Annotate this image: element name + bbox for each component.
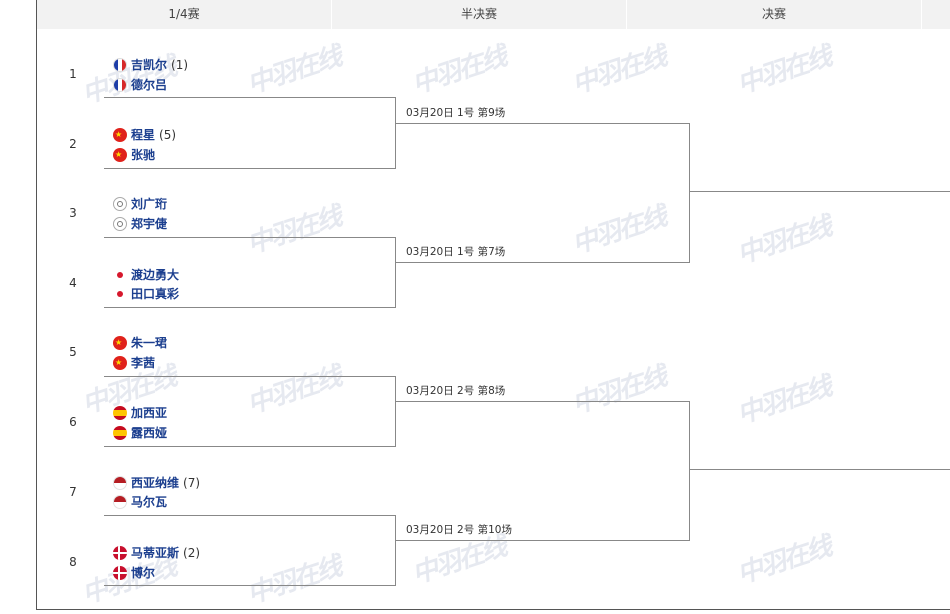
round-quarterfinal-label: 1/4赛: [37, 0, 332, 29]
match-schedule[interactable]: 03月20日 2号 第10场: [406, 524, 512, 536]
player-name[interactable]: 郑宇倢: [131, 217, 168, 231]
player-entry[interactable]: 露西娅: [113, 424, 167, 442]
bracket-line: [104, 307, 396, 308]
round-semifinal-label: 半决赛: [332, 0, 627, 29]
bracket-line: [104, 97, 396, 98]
bracket-line: [104, 446, 396, 447]
bracket-line: [395, 97, 396, 169]
bracket-line: [690, 469, 950, 470]
player-seed: (2): [183, 546, 201, 560]
china-flag-icon: [113, 336, 127, 350]
player-name[interactable]: 德尔吕: [131, 78, 168, 92]
player-entry[interactable]: 郑宇倢: [113, 215, 167, 233]
player-entry[interactable]: 渡边勇大: [113, 266, 179, 284]
player-entry[interactable]: 田口真彩: [113, 285, 179, 303]
chinese-taipei-flag-icon: [113, 217, 127, 231]
player-name[interactable]: 朱一珺: [131, 336, 168, 350]
player-name[interactable]: 程星: [131, 128, 156, 142]
france-flag-icon: [113, 58, 127, 72]
player-name[interactable]: 博尔: [131, 566, 156, 580]
draw-position: 1: [69, 67, 77, 81]
bracket-line: [104, 515, 396, 516]
bracket-line: [104, 237, 396, 238]
china-flag-icon: [113, 128, 127, 142]
bracket-frame: [36, 0, 950, 610]
player-entry[interactable]: 刘广珩: [113, 195, 167, 213]
spain-flag-icon: [113, 426, 127, 440]
bracket-line: [689, 123, 690, 263]
player-seed: (1): [171, 58, 189, 72]
player-entry[interactable]: 加西亚: [113, 404, 167, 422]
bracket-line: [396, 540, 690, 541]
player-name[interactable]: 渡边勇大: [131, 268, 180, 282]
bracket-line: [396, 262, 690, 263]
player-seed: (5): [159, 128, 177, 142]
player-name[interactable]: 吉凯尔: [131, 58, 168, 72]
player-name[interactable]: 马蒂亚斯: [131, 546, 180, 560]
player-name[interactable]: 田口真彩: [131, 287, 180, 301]
bracket-line: [395, 376, 396, 447]
player-name[interactable]: 李茜: [131, 356, 156, 370]
bracket-line: [104, 585, 396, 586]
player-name[interactable]: 张驰: [131, 148, 156, 162]
china-flag-icon: [113, 356, 127, 370]
player-name[interactable]: 马尔瓦: [131, 495, 168, 509]
bracket-line: [395, 237, 396, 308]
player-name[interactable]: 刘广珩: [131, 197, 168, 211]
japan-flag-icon: [113, 287, 127, 301]
bracket-line: [396, 123, 690, 124]
player-entry[interactable]: 马尔瓦: [113, 493, 167, 511]
draw-position: 8: [69, 555, 77, 569]
round-final-label: 决赛: [627, 0, 922, 29]
player-entry[interactable]: 吉凯尔 (1): [113, 56, 188, 74]
bracket-line: [396, 401, 690, 402]
draw-position: 6: [69, 415, 77, 429]
player-name[interactable]: 露西娅: [131, 426, 168, 440]
draw-position: 2: [69, 137, 77, 151]
denmark-flag-icon: [113, 566, 127, 580]
player-entry[interactable]: 博尔: [113, 564, 155, 582]
match-schedule[interactable]: 03月20日 1号 第7场: [406, 246, 506, 258]
bracket-line: [689, 401, 690, 541]
indonesia-flag-icon: [113, 476, 127, 490]
bracket-line: [104, 168, 396, 169]
player-seed: (7): [183, 476, 201, 490]
draw-position: 4: [69, 276, 77, 290]
player-name[interactable]: 西亚纳维: [131, 476, 180, 490]
denmark-flag-icon: [113, 546, 127, 560]
draw-position: 7: [69, 485, 77, 499]
bracket-line: [104, 376, 396, 377]
player-entry[interactable]: 程星 (5): [113, 126, 176, 144]
bracket-line: [395, 515, 396, 586]
player-entry[interactable]: 德尔吕: [113, 76, 167, 94]
france-flag-icon: [113, 78, 127, 92]
player-entry[interactable]: 张驰: [113, 146, 155, 164]
player-entry[interactable]: 马蒂亚斯 (2): [113, 544, 200, 562]
match-schedule[interactable]: 03月20日 2号 第8场: [406, 385, 506, 397]
chinese-taipei-flag-icon: [113, 197, 127, 211]
japan-flag-icon: [113, 268, 127, 282]
indonesia-flag-icon: [113, 495, 127, 509]
draw-position: 5: [69, 345, 77, 359]
player-entry[interactable]: 朱一珺: [113, 334, 167, 352]
match-schedule[interactable]: 03月20日 1号 第9场: [406, 107, 506, 119]
player-name[interactable]: 加西亚: [131, 406, 168, 420]
spain-flag-icon: [113, 406, 127, 420]
china-flag-icon: [113, 148, 127, 162]
round-header: 1/4赛 半决赛 决赛: [37, 0, 950, 29]
draw-position: 3: [69, 206, 77, 220]
player-entry[interactable]: 西亚纳维 (7): [113, 474, 200, 492]
player-entry[interactable]: 李茜: [113, 354, 155, 372]
bracket-line: [690, 191, 950, 192]
